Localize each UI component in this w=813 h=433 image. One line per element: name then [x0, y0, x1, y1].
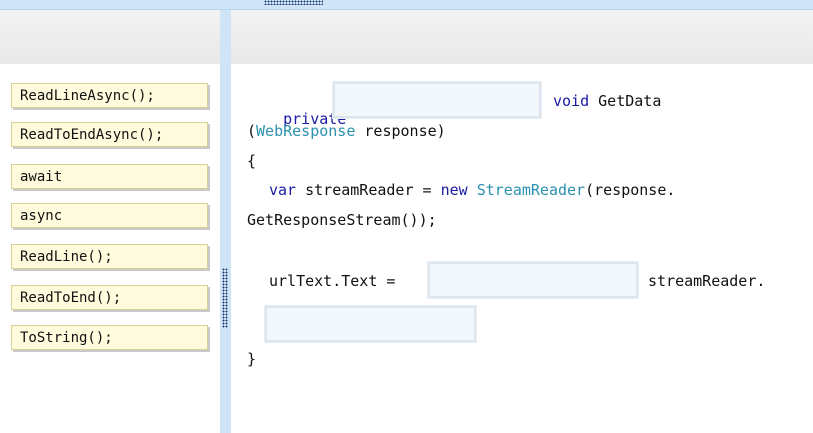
choice-readline[interactable]: ReadLine(); — [11, 244, 208, 269]
code-line-2: (WebResponse response) — [247, 122, 446, 140]
drop-target-1[interactable] — [332, 81, 542, 119]
choice-readtoendasync[interactable]: ReadToEndAsync(); — [11, 122, 208, 147]
choice-async[interactable]: async — [11, 203, 208, 228]
choice-readtoend[interactable]: ReadToEnd(); — [11, 285, 208, 310]
choice-readlineasync[interactable]: ReadLineAsync(); — [11, 83, 208, 108]
brace-close: } — [247, 350, 257, 368]
method-name: GetData — [589, 92, 662, 110]
choice-await[interactable]: await — [11, 164, 208, 189]
drop-target-2[interactable] — [427, 261, 639, 299]
keyword-private: private — [283, 110, 347, 128]
code-streamreader-dot: streamReader. — [648, 272, 766, 290]
keyword-new: new — [440, 181, 468, 199]
top-strip — [0, 0, 813, 10]
code-line-1-tail: void GetData — [553, 92, 661, 110]
pane-splitter[interactable] — [220, 10, 231, 433]
answer-choices-panel: ReadLineAsync(); ReadToEndAsync(); await… — [0, 64, 220, 433]
top-resize-grip[interactable] — [264, 0, 323, 5]
type-webresponse: WebResponse — [256, 122, 356, 140]
paren-open: ( — [247, 122, 257, 140]
keyword-void: void — [553, 92, 590, 110]
streamreader-decl: streamReader = — [296, 181, 441, 199]
splitter-grip[interactable] — [222, 268, 228, 328]
keyword-var: var — [269, 181, 297, 199]
param-response: response) — [355, 122, 446, 140]
code-line-1: private — [247, 92, 346, 146]
code-editor: private void GetData (WebResponse respon… — [247, 64, 807, 433]
code-line-urltext: urlText.Text = — [269, 272, 396, 290]
choice-tostring[interactable]: ToString(); — [11, 325, 208, 350]
code-line-4: var streamReader = new StreamReader(resp… — [269, 181, 675, 199]
type-streamreader: StreamReader — [476, 181, 586, 199]
ctor-arg: (response. — [585, 181, 676, 199]
code-line-5: GetResponseStream()); — [247, 211, 437, 229]
code-area-header — [231, 10, 813, 64]
brace-open: { — [247, 152, 257, 170]
answer-area-header — [0, 10, 220, 64]
drop-target-3[interactable] — [264, 305, 477, 343]
